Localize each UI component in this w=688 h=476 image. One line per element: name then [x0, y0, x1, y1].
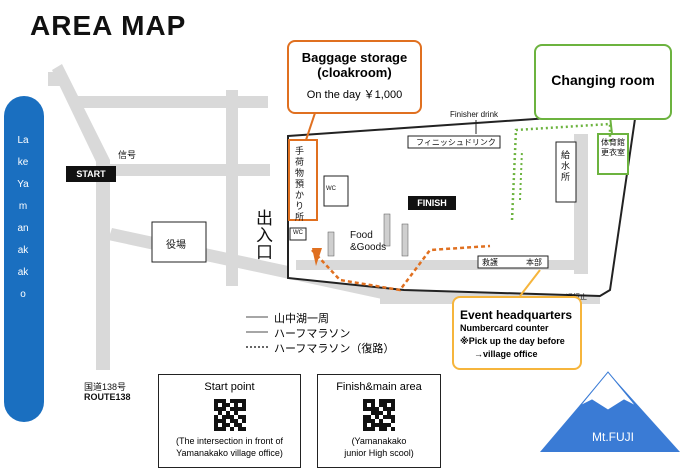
- kyugo-label: 給水所: [561, 150, 571, 182]
- road-diagonal-north: [52, 64, 110, 166]
- road-top-east: [78, 96, 268, 108]
- baggage-pointer: [305, 109, 317, 141]
- event-line4: →village office: [474, 349, 538, 359]
- baggage-title: Baggage storage: [301, 50, 408, 65]
- finish-label: FINISH: [408, 196, 456, 210]
- hq-box: [477, 255, 549, 269]
- wc-label-2: WC: [293, 230, 303, 236]
- exit-arrow: [312, 248, 322, 266]
- road-cross-start: [100, 164, 270, 176]
- route-green: [510, 122, 612, 221]
- event-title: Event headquarters: [460, 308, 573, 322]
- baggage-subtitle: (cloakroom): [317, 65, 392, 80]
- start-label: START: [66, 166, 116, 182]
- event-callout: Event headquarters Numbercard counter ※P…: [452, 296, 582, 370]
- changing-callout: Changing room: [534, 44, 672, 120]
- baggage-jp-label: 手荷物預かり所: [295, 146, 305, 222]
- start-point-line2: Yamanakako village office): [176, 448, 283, 458]
- food-label-1: Food: [350, 230, 373, 241]
- legend-row-1: 山中湖一周: [274, 310, 329, 326]
- page-title: AREA MAP: [30, 10, 187, 41]
- finish-area-line2: junior High scool): [344, 448, 414, 458]
- route-green-2: [519, 149, 523, 201]
- event-line2: Numbercard counter: [460, 323, 549, 333]
- changing-title: Changing room: [551, 72, 655, 88]
- event-line3: ※Pick up the day before: [460, 336, 565, 346]
- route-jp-label: 国道138号: [84, 382, 127, 392]
- legend-row-3: ハーフマラソン（復路）: [274, 340, 394, 356]
- finish-area-box: Finish&main area (Yamanakako junior High…: [317, 374, 441, 468]
- lake: [4, 96, 44, 422]
- signal-label: 信号: [118, 150, 137, 160]
- kyugo-box: [555, 141, 577, 203]
- start-qr-code[interactable]: [213, 399, 246, 431]
- exit-label: 出入口: [256, 209, 273, 262]
- finisher-drink-box: [407, 135, 501, 149]
- stalls: [327, 213, 409, 257]
- finisher-jp-label: フィニッシュドリンク: [416, 138, 496, 147]
- legend-label-2: ハーフマラソン: [274, 328, 351, 340]
- baggage-callout: Baggage storage (cloakroom) On the day ￥…: [287, 40, 422, 114]
- hq-jp-label-1: 救護: [482, 258, 498, 267]
- wc-box-1: [323, 175, 349, 207]
- finisher-en-label: Finisher drink: [450, 110, 499, 119]
- road-vertical-mid: [226, 90, 238, 286]
- finish-qr-code[interactable]: [363, 399, 395, 431]
- wc-label-1: WC: [326, 186, 336, 192]
- road-route138: [96, 160, 110, 370]
- lake-label: Lake Yamanakako: [17, 135, 29, 300]
- wc-box-2: [289, 227, 307, 241]
- route-orange: [311, 244, 491, 292]
- route-en-label: ROUTE138: [84, 392, 131, 402]
- food-label-2: &Goods: [350, 242, 387, 253]
- hq-jp-label-2: 本部: [526, 258, 542, 267]
- baggage-building: [288, 139, 318, 221]
- finish-area-title: Finish&main area: [336, 381, 422, 393]
- inner-path-east: [574, 134, 588, 274]
- changing-jp-label: 体育館更衣室: [601, 138, 625, 157]
- start-point-line1: (The intersection in front of: [175, 436, 284, 446]
- changing-building: [597, 133, 629, 175]
- office-label: 役場: [166, 240, 186, 251]
- fuji-label: Mt.FUJI: [592, 430, 634, 444]
- legend-row-2: ハーフマラソン: [274, 325, 350, 341]
- legend-label-3: ハーフマラソン（復路）: [274, 343, 395, 355]
- mt-fuji: [540, 372, 680, 452]
- office-building: [151, 221, 207, 263]
- inner-path: [296, 260, 586, 270]
- event-pointer: [519, 269, 541, 297]
- start-point-title: Start point: [204, 381, 255, 393]
- legend-label-1: 山中湖一周: [274, 313, 329, 325]
- finish-area-line1: (Yamanakako: [351, 436, 407, 446]
- start-point-box: Start point (The intersection in front o…: [158, 374, 301, 468]
- mt-fuji-snow: [579, 371, 637, 411]
- baggage-price: On the day ￥1,000: [306, 89, 403, 101]
- road-upper-west: [48, 72, 66, 86]
